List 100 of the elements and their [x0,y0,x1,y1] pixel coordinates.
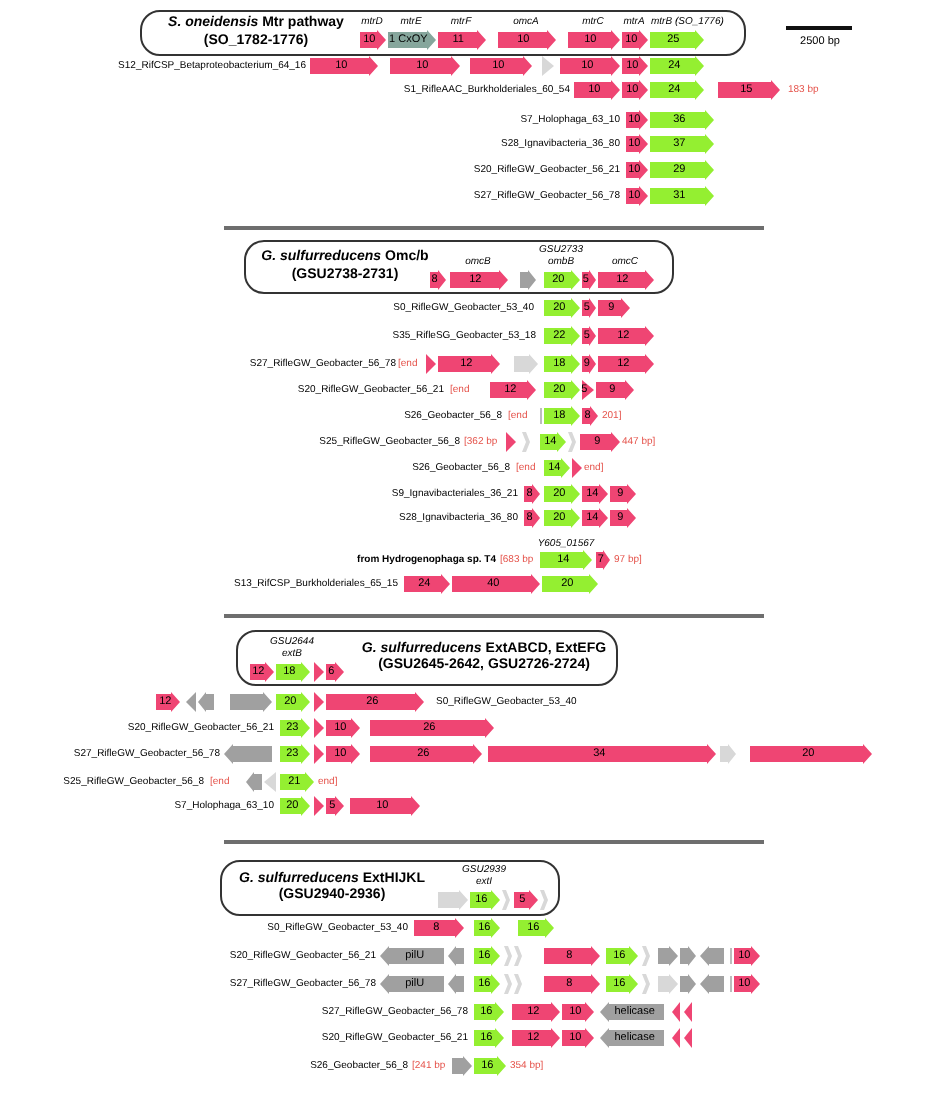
gene [280,796,310,816]
gene [598,354,654,374]
gene [544,326,580,346]
gene [449,269,507,289]
gene [560,56,620,76]
gene [574,80,620,100]
gene [276,692,310,712]
gene [326,796,344,816]
gene [540,550,592,570]
gene [562,1028,594,1048]
gene [600,1028,664,1048]
gene [658,946,678,966]
gene [582,406,598,426]
gene [544,354,580,374]
gene [567,29,619,49]
gene [518,918,554,938]
gene [582,508,608,528]
gene [622,80,648,100]
gene-cluster-panel [220,860,560,916]
gene [622,56,648,76]
gene [626,160,648,180]
gene-cluster-panel [244,240,674,294]
gene [474,946,500,966]
gene [310,56,378,76]
gene [542,56,554,76]
gene [524,484,540,504]
gene [404,574,450,594]
gene [280,718,310,738]
gene [380,946,444,966]
gene [562,1002,594,1022]
gene [350,796,420,816]
gene [512,1028,560,1048]
gene [597,269,653,289]
gene [448,974,464,994]
gene [474,918,500,938]
gene [313,661,323,681]
gene [650,110,714,130]
gene [414,918,464,938]
gene [380,974,444,994]
gene [370,718,494,738]
gene [246,772,262,792]
gene [325,661,343,681]
gene [582,484,608,504]
gene [621,29,647,49]
gene [370,744,482,764]
gene [642,974,650,994]
gene [390,56,460,76]
gene [506,432,516,452]
gene [452,1056,472,1076]
gene-cluster-panel [140,10,746,56]
gene [542,574,598,594]
gene [524,508,540,528]
gene [684,1028,692,1048]
gene [198,692,214,712]
gene [680,946,696,966]
gene [497,29,555,49]
gene [437,29,485,49]
gene [544,974,600,994]
gene [650,80,704,100]
gene [718,80,780,100]
gene [544,458,570,478]
gene [600,1002,664,1022]
gene [230,692,272,712]
gene [672,1002,680,1022]
gene [650,186,714,206]
gene [429,269,445,289]
gene [720,744,736,764]
gene [504,946,512,966]
gene [522,432,530,452]
gene [514,354,538,374]
gene [626,186,648,206]
gene [514,946,522,966]
gene [470,56,532,76]
gene [474,1028,504,1048]
gene [488,744,716,764]
gene [314,796,324,816]
gene [596,550,610,570]
gene [544,484,580,504]
gene [734,974,760,994]
gene [606,974,638,994]
gene [490,380,536,400]
gene [684,1002,692,1022]
gene [649,29,703,49]
gene [224,744,272,764]
gene [513,889,537,909]
gene [658,974,678,994]
gene [264,772,276,792]
gene [680,974,696,994]
gene [469,889,499,909]
gene [275,661,309,681]
gene [249,661,273,681]
gene [280,744,310,764]
gene [750,744,872,764]
gene [280,772,314,792]
gene [700,974,724,994]
gene [359,29,385,49]
gene [642,946,650,966]
gene [519,269,535,289]
gene [650,56,704,76]
gene [544,946,600,966]
